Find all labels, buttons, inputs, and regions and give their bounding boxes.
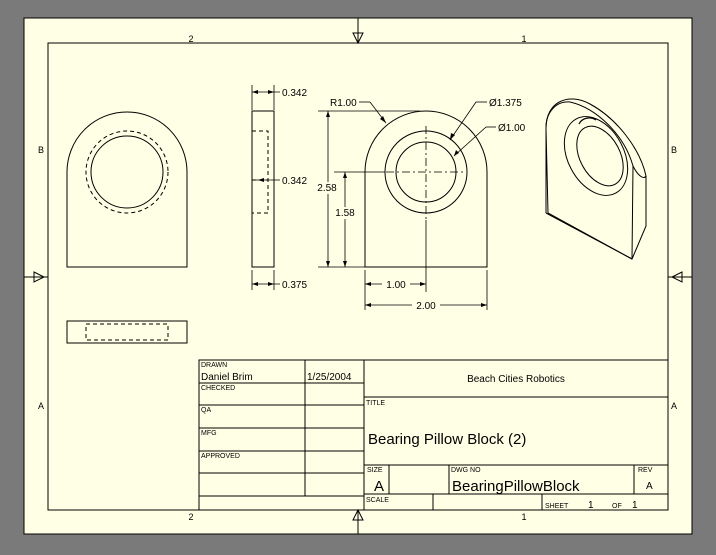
zone-label-left-b: B: [38, 145, 44, 155]
drawn-label: DRAWN: [201, 362, 227, 369]
zone-label-top-1: 1: [521, 34, 526, 44]
drawing-title: Bearing Pillow Block (2): [368, 431, 526, 448]
front-view-left: [66, 111, 188, 268]
size-label: SIZE: [367, 467, 383, 474]
center-lines: [386, 126, 466, 220]
qa-label: QA: [201, 407, 211, 414]
dim-label-bg-center-height: [332, 207, 358, 219]
drawn-by: Daniel Brim: [201, 372, 253, 383]
dim-center-height: 1.58: [335, 208, 355, 219]
dim-radius: R1.00: [330, 98, 357, 109]
approved-label: APPROVED: [201, 453, 240, 460]
dwg-no-value: BearingPillowBlock: [452, 478, 580, 495]
zone-label-right-b: B: [671, 145, 677, 155]
dim-side-hole-offset: 0.342: [282, 176, 307, 187]
title-label: TITLE: [366, 400, 385, 407]
width-dim-arrows: [365, 282, 487, 307]
sheet-label: SHEET: [545, 503, 569, 510]
rev-value: A: [646, 481, 653, 492]
height-dim-arrows: [326, 111, 347, 267]
dim-outer-diameter: Ø1.375: [489, 98, 522, 109]
isometric-view: [545, 98, 647, 260]
dwg-no-label: DWG NO: [451, 467, 481, 474]
side-dim-arrows: [252, 90, 274, 286]
leader-arrows: [380, 116, 459, 156]
zone-label-left-a: A: [38, 401, 44, 411]
dim-inner-diameter: Ø1.00: [498, 123, 526, 134]
dim-overall-height: 2.58: [317, 183, 337, 194]
top-view: [66, 320, 188, 344]
checked-label: CHECKED: [201, 385, 235, 392]
size-value: A: [374, 478, 384, 495]
title-block-lines: [198, 359, 669, 511]
dim-label-bg-overall-height: [314, 182, 340, 194]
zone-label-top-2: 2: [188, 34, 193, 44]
zone-label-right-a: A: [671, 401, 677, 411]
of-label: OF: [612, 503, 622, 510]
drawn-date: 1/25/2004: [307, 372, 352, 383]
dim-label-bg-center-offset: [382, 278, 410, 290]
scale-label: SCALE: [366, 497, 389, 504]
dim-label-bg-overall-width: [412, 299, 440, 311]
centering-marks: [33, 32, 683, 521]
mfg-label: MFG: [201, 430, 217, 437]
paper: [23, 17, 693, 535]
zone-label-bottom-2: 2: [188, 512, 193, 522]
sheet-total: 1: [632, 500, 638, 511]
dim-overall-width: 2.00: [416, 301, 436, 312]
zone-ticks: [24, 18, 692, 534]
dim-center-offset: 1.00: [386, 280, 406, 291]
dim-side-base-width: 0.375: [282, 280, 307, 291]
zone-label-bottom-1: 1: [521, 512, 526, 522]
dim-side-top-thickness: 0.342: [282, 88, 307, 99]
company-name: Beach Cities Robotics: [467, 374, 565, 385]
rev-label: REV: [638, 467, 653, 474]
sheet-number: 1: [588, 500, 594, 511]
